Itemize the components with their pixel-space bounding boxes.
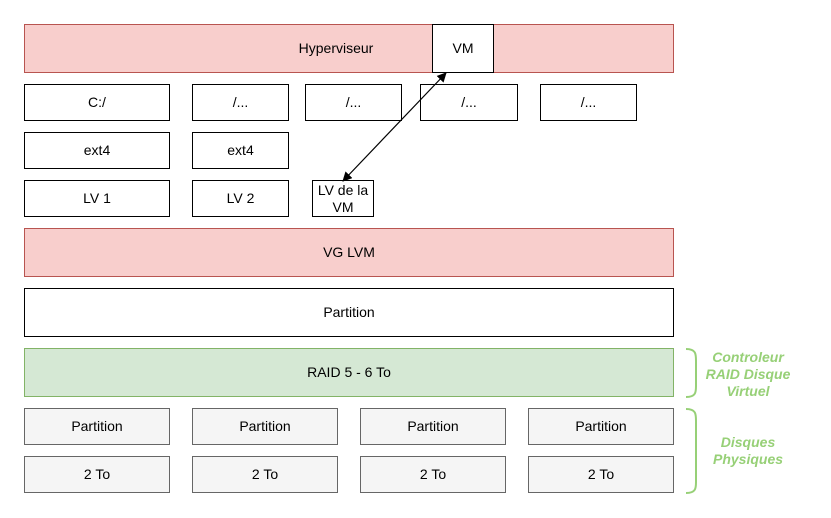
physical-disks-annotation-text: Disques Physiques (712, 434, 784, 467)
physical-disk: 2 To (192, 456, 338, 493)
hypervisor-box: Hyperviseur (24, 24, 674, 73)
mount-c-drive: C:/ (24, 84, 170, 121)
vm-to-lv-arrow (342, 72, 447, 182)
physical-disks-brace (685, 408, 697, 494)
disk-partition-label: Partition (239, 418, 291, 434)
filesystem-label: ext4 (83, 142, 111, 158)
disk-partition: Partition (528, 408, 674, 445)
filesystem-label: ext4 (227, 142, 254, 158)
hypervisor-label: Hyperviseur (298, 40, 374, 56)
raid-box: RAID 5 - 6 To (24, 348, 674, 397)
disk-partition-label: Partition (71, 418, 123, 434)
controller-annotation-text: Controleur RAID Disque Virtuel (705, 349, 791, 399)
lv-label: LV de la VM (317, 181, 369, 215)
controller-annotation: Controleur RAID Disque Virtuel (696, 349, 800, 400)
vm-label: VM (452, 40, 474, 56)
raid-label: RAID 5 - 6 To (307, 364, 391, 380)
disk-partition: Partition (24, 408, 170, 445)
filesystem-box: ext4 (192, 132, 289, 169)
disk-label: 2 To (83, 466, 111, 482)
partition-box: Partition (24, 288, 674, 337)
lv-label: LV 1 (83, 190, 111, 206)
lv-label: LV 2 (226, 190, 255, 206)
logical-volume-2: LV 2 (192, 180, 289, 217)
disk-partition: Partition (360, 408, 506, 445)
partition-label: Partition (323, 304, 375, 320)
disk-partition: Partition (192, 408, 338, 445)
disk-label: 2 To (251, 466, 279, 482)
physical-disk: 2 To (528, 456, 674, 493)
logical-volume-vm: LV de la VM (312, 180, 374, 217)
mount-label: /... (461, 94, 477, 110)
mount-label: C:/ (88, 94, 106, 110)
physical-disk: 2 To (360, 456, 506, 493)
vm-box: VM (432, 24, 494, 73)
mount-point: /... (192, 84, 289, 121)
disk-label: 2 To (419, 466, 447, 482)
mount-label: /... (232, 94, 249, 110)
mount-label: /... (580, 94, 597, 110)
logical-volume-1: LV 1 (24, 180, 170, 217)
disk-partition-label: Partition (575, 418, 627, 434)
controller-brace (685, 348, 697, 398)
physical-disks-annotation: Disques Physiques (700, 434, 796, 468)
filesystem-box: ext4 (24, 132, 170, 169)
disk-partition-label: Partition (407, 418, 459, 434)
physical-disk: 2 To (24, 456, 170, 493)
disk-label: 2 To (587, 466, 615, 482)
mount-point: /... (540, 84, 637, 121)
volume-group-box: VG LVM (24, 228, 674, 277)
vg-label: VG LVM (323, 244, 375, 260)
